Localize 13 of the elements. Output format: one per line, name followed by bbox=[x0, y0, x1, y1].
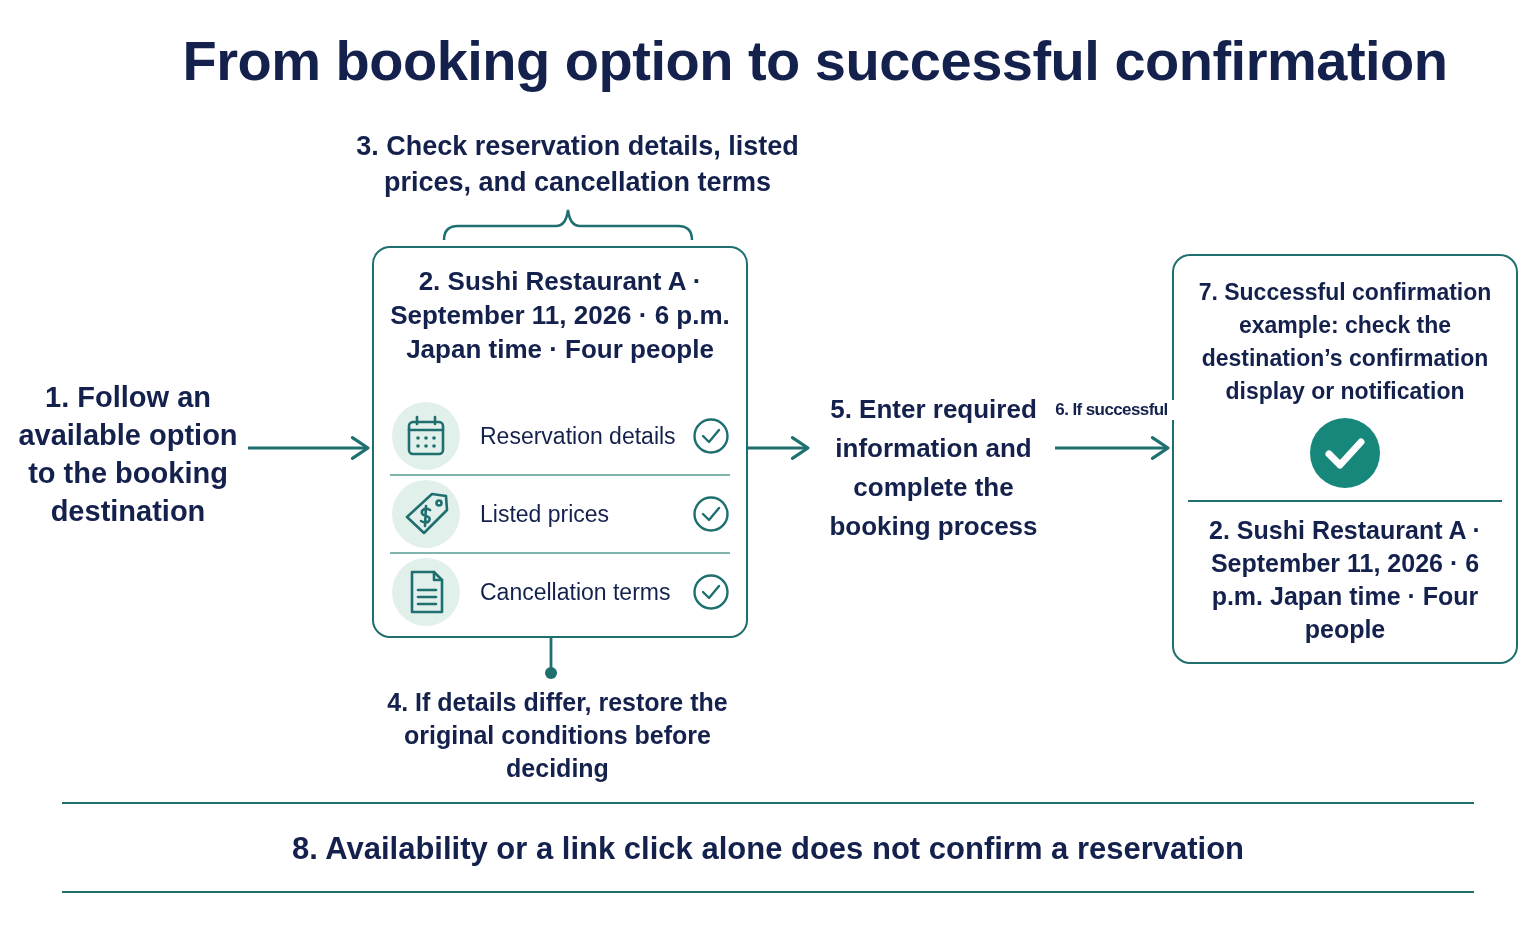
annotation-text: 3. Check reservation details, listed prices, and cancellation terms bbox=[355, 130, 800, 199]
note-text: 8. Availability or a link click alone does not confirm a reservation bbox=[290, 830, 1246, 868]
booking-summary: 2. Sushi Restaurant A · September 11, 2026 · 6 p.m. Japan time · Four people bbox=[1208, 515, 1482, 645]
card-heading: 2. Sushi Restaurant A · September 11, 2026 · 6 p.m. Japan time · Four people bbox=[389, 265, 731, 366]
details-card bbox=[372, 246, 748, 638]
checklist-item: Reservation details bbox=[480, 422, 677, 450]
checklist-item: Cancellation terms bbox=[480, 578, 672, 606]
step-text: 4. If details differ, restore the original conditions before deciding bbox=[380, 686, 735, 785]
title: From booking option to successful confirmation bbox=[181, 28, 1449, 93]
card-heading: 7. Successful confirmation example: check the destination’s confirmation display or notification bbox=[1197, 278, 1493, 406]
step-text: 1. Follow an available option to the booking destination bbox=[8, 378, 248, 530]
checklist-item: Listed prices bbox=[480, 500, 611, 528]
confirmation-card bbox=[1172, 254, 1518, 664]
